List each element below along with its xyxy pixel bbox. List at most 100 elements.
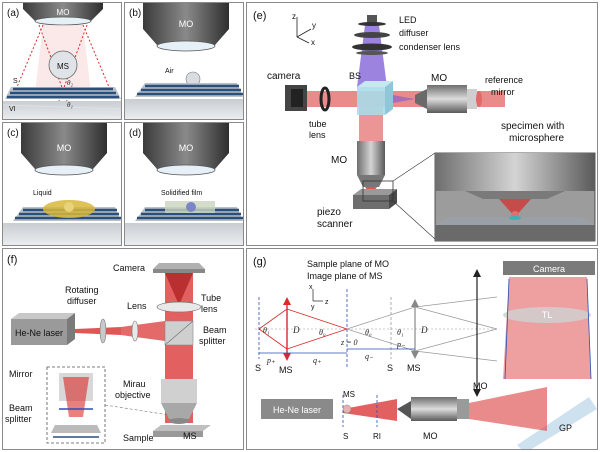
- camera-icon: [285, 85, 331, 112]
- splitter-label: splitter: [199, 336, 226, 346]
- ms-label: MS: [57, 62, 69, 71]
- mirau-objective: [161, 379, 197, 424]
- gp-label: GP: [559, 423, 572, 433]
- g-axis-y-label: y: [311, 304, 315, 311]
- beam-splitter-cube: [357, 81, 393, 115]
- panel-e-tag: (e): [253, 10, 266, 22]
- s-label: S: [13, 78, 18, 85]
- p-minus-label: p₋: [396, 340, 406, 349]
- camera-icon: [153, 263, 205, 273]
- panel-g-illustration: (g) Sample plane of MO Image plane of MS…: [253, 256, 597, 449]
- tube-lens-sub-label: lens: [201, 304, 218, 314]
- theta1-label: θ₁: [263, 326, 270, 335]
- mo-label: MO: [57, 8, 70, 17]
- splitter2-label: splitter: [5, 414, 32, 424]
- panel-e: (e) z y x LED diffuser condenser lens BS: [246, 2, 598, 246]
- p-plus-label: p₊: [266, 356, 276, 365]
- s-left-label: S: [255, 363, 261, 373]
- air-label: Air: [165, 68, 174, 75]
- panel-d: (d) MO Solidified film: [124, 122, 244, 246]
- mirror-label: Mirror: [9, 369, 33, 379]
- ms-left-label: MS: [279, 365, 293, 375]
- specimen-zoom-inset: [434, 152, 596, 242]
- laser-icon: [11, 313, 75, 345]
- tl-label: TL: [542, 310, 553, 320]
- panel-c-illustration: (c) MO Liquid: [3, 123, 121, 245]
- piezo-scanner: [353, 189, 397, 209]
- d-left-label: D: [292, 325, 300, 335]
- panel-a-illustration: (a) MO MS S VI θ₂ θ₁: [3, 3, 121, 119]
- d-right-label: D: [420, 325, 428, 335]
- panel-b: (b) MO Air: [124, 2, 244, 120]
- tube-lens-icon: [319, 86, 331, 112]
- glass-plate: [517, 397, 597, 449]
- mirau-label: Mirau: [123, 379, 146, 389]
- panel-c-tag: (c): [7, 128, 19, 139]
- tube-lens-label: lens: [309, 130, 326, 140]
- camera-label: camera: [267, 71, 301, 82]
- mo-label: MO: [57, 143, 72, 153]
- condenser-lens-label: condenser lens: [399, 42, 461, 52]
- theta0-label: θ₀: [319, 328, 326, 337]
- mirror-label: mirror: [491, 87, 515, 97]
- beam-splitter-cube: [164, 320, 194, 346]
- panel-a-tag: (a): [7, 8, 19, 19]
- panel-c: (c) MO Liquid: [2, 122, 122, 246]
- scanner-label: scanner: [317, 219, 353, 230]
- ms-right-label: MS: [407, 363, 421, 373]
- bottom-objective: [357, 141, 385, 195]
- diffuser-label: diffuser: [399, 28, 428, 38]
- solidified-film-label: Solidified film: [161, 190, 202, 197]
- piezo-label: piezo: [317, 207, 341, 218]
- theta2-label: θ₂: [67, 79, 73, 87]
- g-axis-x-label: x: [309, 284, 313, 291]
- mo-right-label: MO: [431, 73, 447, 84]
- tube-lens-icon: [156, 301, 202, 313]
- panel-a: (a) MO MS S VI θ₂ θ₁: [2, 2, 122, 120]
- tube-lens-icon: [503, 307, 591, 323]
- beam-label: Beam: [203, 325, 227, 335]
- lens-label: Lens: [127, 301, 147, 311]
- camera-label: Camera: [533, 264, 565, 274]
- led-icon: [358, 15, 386, 26]
- q-minus-label: q₋: [365, 352, 374, 361]
- reference-objective: [415, 85, 482, 113]
- lens-icon: [131, 320, 139, 342]
- diffuser-label: diffuser: [67, 296, 96, 306]
- image-plane-label: Image plane of MS: [307, 271, 383, 281]
- laser-label: He-Ne laser: [273, 405, 321, 415]
- mirau-inset: [46, 366, 106, 444]
- ms-label: MS: [183, 431, 197, 441]
- g-axis-z-label: z: [325, 299, 329, 306]
- sample-label: Sample: [123, 433, 154, 443]
- theta1-right-label: θ₁: [397, 328, 404, 337]
- mo-bottom-objective: [397, 397, 469, 421]
- vi-label: VI: [9, 106, 16, 113]
- s-right-label: S: [387, 363, 393, 373]
- ms-bottom-label: MS: [343, 390, 355, 399]
- mo-bottom-label: MO: [423, 431, 438, 441]
- bs-label: BS: [349, 71, 361, 81]
- panel-d-tag: (d): [129, 128, 141, 139]
- axis-y-label: y: [312, 21, 316, 30]
- tube-label: Tube: [201, 293, 221, 303]
- laser-label: He-Ne laser: [15, 328, 63, 338]
- theta1-label: θ₁: [67, 101, 73, 109]
- diffuser-icon: [354, 32, 390, 38]
- sample-plane-label: Sample plane of MO: [307, 259, 389, 269]
- axis-z-label: z: [292, 12, 296, 21]
- mo-right-label: MO: [473, 381, 488, 391]
- panel-e-illustration: (e) z y x LED diffuser condenser lens BS: [253, 10, 596, 242]
- mo-label: MO: [179, 19, 194, 29]
- theta0-right-label: θ₀: [365, 328, 372, 337]
- panel-f-tag: (f): [7, 254, 17, 266]
- mo-label: MO: [179, 143, 194, 153]
- s-bottom-label: S: [343, 432, 348, 441]
- reference-label: reference: [485, 75, 523, 85]
- rotating-label: Rotating: [65, 285, 99, 295]
- rotating-diffuser-icon: [99, 318, 107, 344]
- tube-label: tube: [309, 119, 327, 129]
- camera-icon: [503, 261, 595, 275]
- specimen-label: specimen with: [501, 121, 564, 132]
- mo-bottom-label: MO: [331, 155, 347, 166]
